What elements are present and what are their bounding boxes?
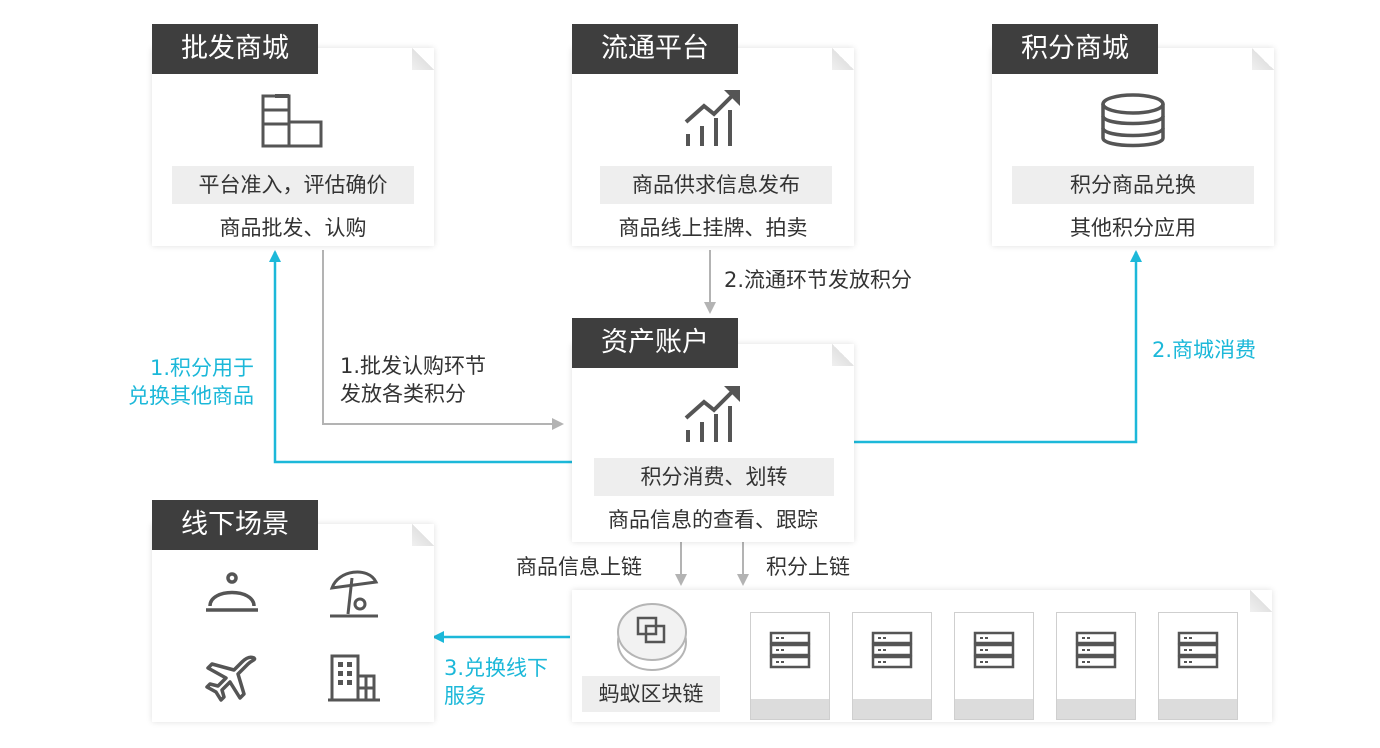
wholesale-title: 批发商城 — [152, 24, 318, 74]
points-mall-title: 积分商城 — [992, 24, 1158, 74]
arrow-wholesale-to-account — [322, 250, 564, 430]
offline-card — [152, 524, 434, 722]
arrow-account-to-wholesale — [269, 250, 572, 464]
flow-label-wholesale-to-account: 1.批发认购环节 发放各类积分 — [340, 354, 487, 406]
arrow-account-to-mall — [853, 250, 1142, 444]
growth-chart-icon — [684, 386, 740, 442]
building-icon — [328, 654, 380, 702]
airplane-icon — [205, 655, 257, 702]
server-node — [1158, 612, 1238, 720]
flow-label-account-to-mall: 2.商城消费 — [1152, 338, 1257, 362]
blockchain-node-icon — [617, 603, 687, 671]
flow-label-chain-to-offline: 3.兑换线下 服务 — [444, 656, 549, 708]
server-icon — [1177, 631, 1219, 669]
asset-account-text: 商品信息的查看、跟踪 — [608, 508, 818, 532]
asset-account-highlight: 积分消费、划转 — [594, 458, 834, 496]
server-icon — [1075, 631, 1117, 669]
server-icon — [871, 631, 913, 669]
flow-label-goods-info-onchain: 商品信息上链 — [516, 555, 642, 579]
circulation-card — [572, 48, 854, 246]
flow-label-points-onchain: 积分上链 — [766, 555, 850, 579]
wholesale-text: 商品批发、认购 — [219, 216, 367, 240]
growth-chart-icon — [684, 90, 740, 146]
circulation-text: 商品线上挂牌、拍卖 — [618, 216, 808, 240]
food-cloche-icon — [206, 572, 258, 612]
offline-title: 线下场景 — [152, 500, 318, 550]
warehouse-boxes-icon — [261, 94, 323, 148]
blockchain-label: 蚂蚁区块链 — [582, 676, 720, 712]
circulation-highlight: 商品供求信息发布 — [600, 166, 832, 204]
coin-stack-icon — [1101, 93, 1165, 148]
asset-account-title: 资产账户 — [572, 318, 738, 368]
server-icon — [769, 631, 811, 669]
wholesale-highlight: 平台准入，评估确价 — [172, 166, 414, 204]
flow-label-circulation-to-account: 2.流通环节发放积分 — [724, 268, 913, 292]
server-node — [1056, 612, 1136, 720]
server-node — [954, 612, 1034, 720]
server-icon — [973, 631, 1015, 669]
points-mall-highlight: 积分商品兑换 — [1012, 166, 1254, 204]
points-mall-text: 其他积分应用 — [1070, 216, 1196, 240]
circulation-title: 流通平台 — [572, 24, 738, 74]
asset-account-card — [572, 344, 854, 542]
server-node — [852, 612, 932, 720]
flow-label-account-to-wholesale: 1.积分用于 兑换其他商品 — [128, 356, 254, 408]
server-node — [750, 612, 830, 720]
beach-umbrella-icon — [329, 570, 379, 618]
